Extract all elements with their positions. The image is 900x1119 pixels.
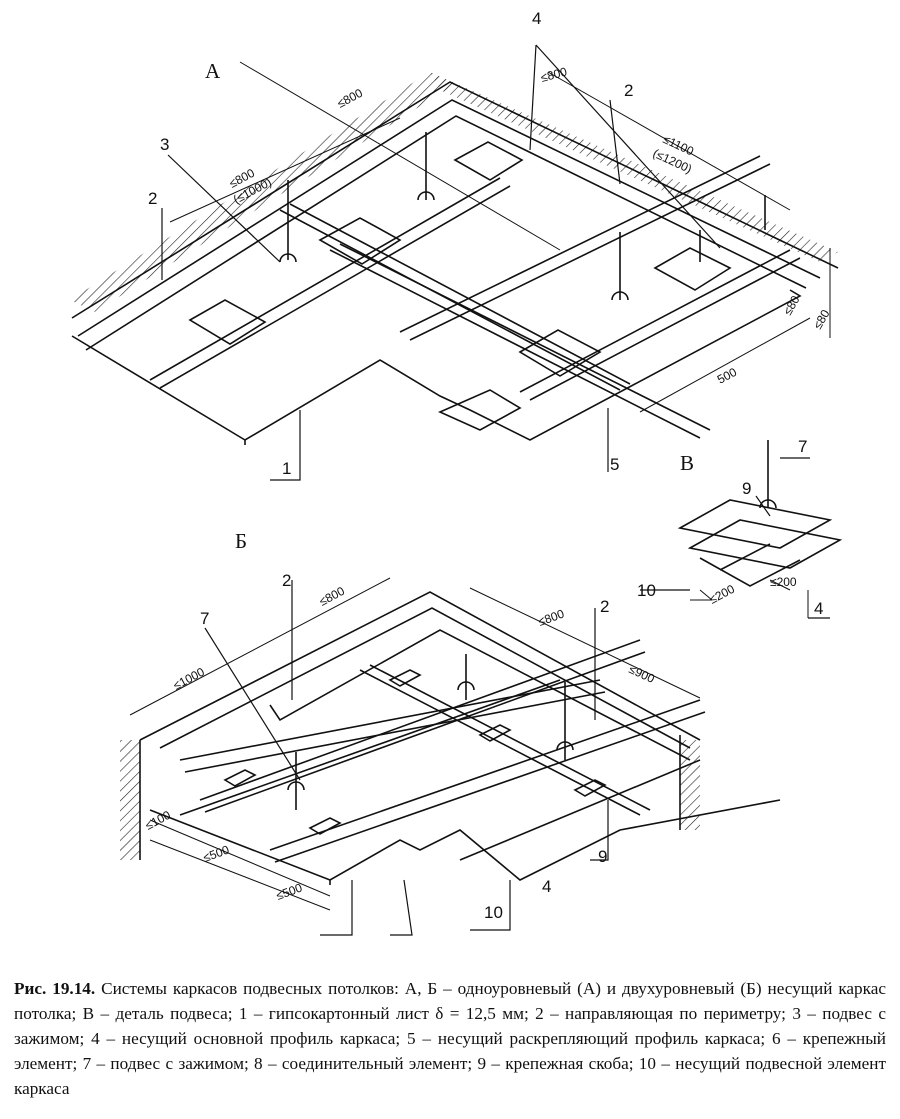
view-b-dimensions: ≤800 ≤800 ≤1000 ≤900 ≤100 ≤500 ≤500 bbox=[143, 584, 657, 903]
callout-a-4: 4 bbox=[532, 9, 541, 28]
caption-text: Системы каркасов подвесных потолков: А, … bbox=[14, 979, 886, 1098]
callout-b-9: 9 bbox=[598, 847, 607, 866]
view-v-letter: В bbox=[680, 451, 694, 475]
callout-v-9: 9 bbox=[742, 479, 751, 498]
callout-b-2-left: 2 bbox=[282, 571, 291, 590]
dim-b-top: ≤800 bbox=[317, 584, 347, 609]
dim-b-500b: ≤500 bbox=[274, 880, 304, 902]
callout-b-2-right: 2 bbox=[600, 597, 609, 616]
caption-label: Рис. 19.14. bbox=[14, 979, 96, 998]
view-a-letter: А bbox=[205, 59, 221, 83]
callout-b-4: 4 bbox=[542, 877, 551, 896]
view-v-dimensions: ≤200 ≤200 bbox=[707, 575, 797, 607]
figure-caption: Рис. 19.14. Системы каркасов подвесных п… bbox=[14, 976, 886, 1101]
view-a-drawing bbox=[70, 44, 839, 481]
dim-b-900: ≤900 bbox=[627, 662, 657, 686]
dim-b-500a: ≤500 bbox=[201, 842, 231, 864]
view-v-drawing bbox=[640, 440, 843, 619]
callout-a-2-left: 2 bbox=[148, 189, 157, 208]
callout-v-4: 4 bbox=[814, 599, 823, 618]
view-b-letter: Б bbox=[235, 529, 247, 553]
view-a-callouts: 1 2 2 3 4 5 bbox=[148, 9, 633, 478]
dim-v-200b: ≤200 bbox=[770, 575, 797, 589]
callout-a-2-right: 2 bbox=[624, 81, 633, 100]
dim-a-right-top: ≤800 bbox=[539, 64, 569, 84]
dim-a-top: ≤800 bbox=[335, 86, 365, 111]
dim-b-1000: ≤1000 bbox=[171, 665, 207, 693]
callout-a-1: 1 bbox=[282, 459, 291, 478]
dim-b-100: ≤100 bbox=[143, 808, 173, 833]
dim-a-80b: ≤80 bbox=[810, 307, 832, 332]
view-b-callouts: 2 2 7 9 10 4 bbox=[200, 571, 609, 922]
callout-a-3: 3 bbox=[160, 135, 169, 154]
view-b-drawing bbox=[120, 577, 781, 936]
callout-v-10: 10 bbox=[637, 581, 656, 600]
dim-v-200a: ≤200 bbox=[707, 582, 737, 607]
ceiling-frame-diagram: А 1 2 2 3 4 5 ≤800 ≤800 ≤800 (≤1000) ≤11… bbox=[70, 9, 843, 936]
callout-b-10: 10 bbox=[484, 903, 503, 922]
dim-b-right: ≤800 bbox=[536, 606, 566, 628]
callout-v-7: 7 bbox=[798, 437, 807, 456]
callout-b-7: 7 bbox=[200, 609, 209, 628]
view-v-callouts: 7 9 10 4 bbox=[637, 437, 823, 618]
callout-a-5: 5 bbox=[610, 455, 619, 474]
